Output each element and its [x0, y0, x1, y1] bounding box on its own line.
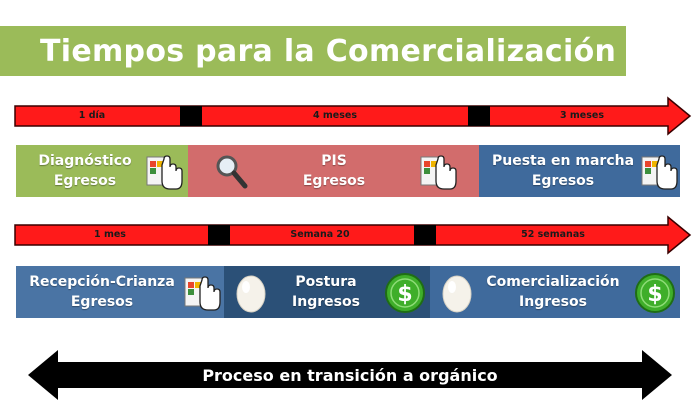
timeline-1-segment-1: 1 día: [78, 110, 106, 121]
hand-card-icon: [641, 155, 678, 190]
phase-recepcion-text: Recepción-Crianza Egresos: [20, 272, 184, 312]
dollar-coin-icon: $: [385, 273, 425, 313]
transition-label: Proceso en transición a orgánico: [202, 365, 498, 385]
phases-row-1: Diagnóstico Egresos PIS Egresos: [16, 145, 680, 197]
phase-diagnostico-text: Diagnóstico Egresos: [24, 151, 146, 191]
phase-postura-text: Postura Ingresos: [276, 272, 376, 312]
magnifier-icon: [216, 155, 248, 189]
phase-box-diagnostico: Diagnóstico Egresos: [16, 145, 188, 197]
egg-icon: [236, 275, 266, 313]
hand-card-icon: [420, 155, 457, 190]
hand-card-icon: [184, 276, 221, 311]
phase-box-puesta-en-marcha: Puesta en marcha Egresos: [479, 145, 680, 197]
timeline-1-segment-3: 3 meses: [559, 110, 605, 121]
phase-box-postura: Postura Ingresos $: [224, 266, 430, 318]
phase-puesta-type: Egresos: [531, 173, 595, 189]
phase-diagnostico-type: Egresos: [53, 173, 117, 189]
phase-pis-name: PIS: [321, 153, 347, 169]
timeline-arrow-2-shape: [14, 215, 692, 255]
phase-box-comercializacion: Comercialización Ingresos $: [430, 266, 680, 318]
phase-postura-type: Ingresos: [292, 294, 360, 310]
transition-double-arrow: [28, 350, 672, 400]
dollar-coin-icon: $: [635, 273, 675, 313]
egg-icon: [442, 275, 472, 313]
timeline-arrow-1-shape: [14, 96, 692, 136]
timeline-2-segment-1: 1 mes: [94, 229, 126, 240]
phases-row-2: Recepción-Crianza Egresos Postura Ingres…: [16, 266, 680, 318]
phase-pis-type: Egresos: [302, 173, 366, 189]
timeline-arrow-2: 1 mes Semana 20 52 semanas: [0, 215, 700, 255]
phase-box-recepcion-crianza: Recepción-Crianza Egresos: [16, 266, 224, 318]
page-title: Tiempos para la Comercialización: [0, 26, 626, 76]
phase-box-pis: PIS Egresos: [188, 145, 479, 197]
timeline-2-segment-3: 52 semanas: [521, 229, 585, 240]
svg-text:$: $: [397, 282, 412, 307]
svg-text:$: $: [647, 282, 662, 307]
phase-comercializacion-type: Ingresos: [519, 294, 587, 310]
phase-pis-text: PIS Egresos: [274, 151, 394, 191]
phase-recepcion-type: Egresos: [70, 294, 134, 310]
phase-puesta-name: Puesta en marcha: [491, 153, 635, 169]
timeline-arrow-1: 1 día 4 meses 3 meses: [0, 96, 700, 136]
phase-puesta-text: Puesta en marcha Egresos: [483, 151, 643, 191]
hand-card-icon: [146, 155, 183, 190]
phase-diagnostico-name: Diagnóstico: [38, 153, 132, 169]
phase-comercializacion-text: Comercialización Ingresos: [478, 272, 628, 312]
timeline-1-segment-2: 4 meses: [312, 110, 358, 121]
phase-postura-name: Postura: [295, 274, 357, 290]
phase-recepcion-name: Recepción-Crianza: [29, 274, 175, 290]
phase-comercializacion-name: Comercialización: [486, 274, 620, 290]
timeline-2-segment-2: Semana 20: [290, 229, 350, 240]
